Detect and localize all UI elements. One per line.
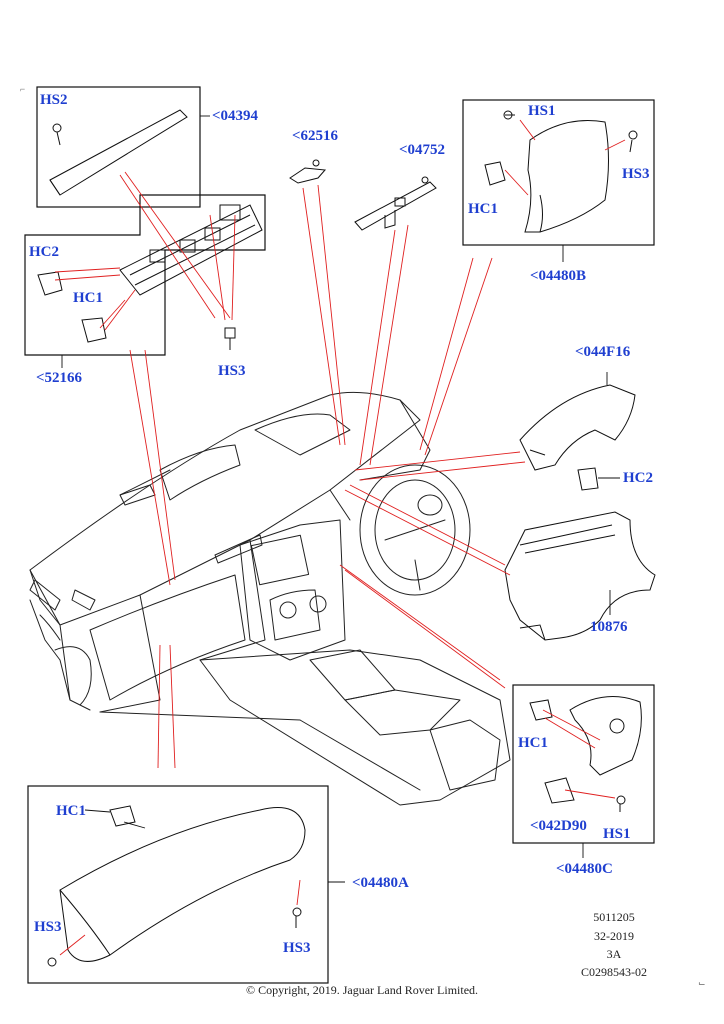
part-10876 <box>504 511 656 641</box>
part-04480c <box>512 684 655 844</box>
label-hs3-bottom-right: HS3 <box>283 940 311 956</box>
part-62516 <box>289 159 327 184</box>
label-hs3-left: HS3 <box>218 363 246 379</box>
label-leaders <box>61 115 620 883</box>
diagram-revision: 3A <box>606 947 622 961</box>
corner-mark-top-left: ⌐ <box>20 84 26 94</box>
label-hc1-bottom-right: HC1 <box>518 735 548 751</box>
part-52166 <box>24 194 266 356</box>
part-04480b <box>462 99 655 246</box>
label-part-04480b: <04480B <box>530 268 587 284</box>
label-part-04480a: <04480A <box>352 875 409 891</box>
label-part-10876: 10876 <box>590 619 628 635</box>
label-part-62516: <62516 <box>292 128 339 144</box>
copyright-notice: © Copyright, 2019. Jaguar Land Rover Lim… <box>245 983 479 997</box>
leader-lines <box>54 119 626 956</box>
label-hs1-top: HS1 <box>528 103 556 119</box>
label-hc2-left: HC2 <box>29 244 59 260</box>
diagram-date: 32-2019 <box>594 929 634 943</box>
label-part-044f16: <044F16 <box>575 344 631 360</box>
label-hc1-bottom-left: HC1 <box>56 803 86 819</box>
label-hs3-bottom-left: HS3 <box>34 919 62 935</box>
label-part-04480c: <04480C <box>556 861 613 877</box>
label-part-04752: <04752 <box>399 142 446 158</box>
label-hs3-top-right: HS3 <box>622 166 650 182</box>
dashboard-illustration <box>29 391 511 806</box>
diagram-reference: C0298543-02 <box>581 965 647 979</box>
label-part-52166: <52166 <box>36 370 83 386</box>
corner-mark-bottom-right: ⌙ <box>698 978 706 988</box>
label-hs2: HS2 <box>40 92 68 108</box>
diagram-id: 5011205 <box>593 910 635 924</box>
part-044f16 <box>519 384 636 491</box>
part-04480a <box>27 785 329 984</box>
label-hc1-left: HC1 <box>73 290 103 306</box>
part-04752 <box>354 176 437 231</box>
label-part-04394: <04394 <box>212 108 259 124</box>
label-part-042d90: <042D90 <box>530 818 587 834</box>
label-hs1-bottom-right: HS1 <box>603 826 631 842</box>
label-hc1-top-right: HC1 <box>468 201 498 217</box>
part-04394 <box>36 86 201 208</box>
label-hc2-right: HC2 <box>623 470 653 486</box>
